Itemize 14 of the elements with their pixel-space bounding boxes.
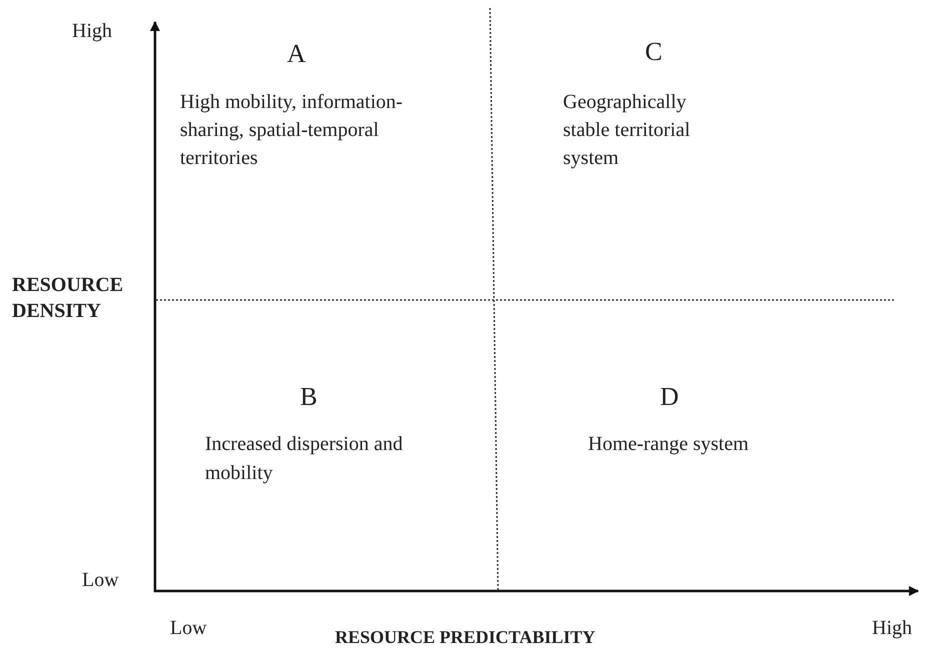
quadrant-letter: C bbox=[645, 36, 662, 68]
axis-title: RESOURCE PREDICTABILITY bbox=[335, 626, 596, 649]
axis-tick-label: Low bbox=[170, 616, 207, 641]
quadrant-letter: B bbox=[300, 381, 318, 413]
axis-title: RESOURCE DENSITY bbox=[12, 273, 124, 324]
axis-tick-label: High bbox=[72, 19, 112, 44]
quadrant-description: Increased dispersion and mobility bbox=[205, 432, 404, 486]
quadrant-letter: A bbox=[287, 38, 306, 70]
axis-tick-label: High bbox=[872, 616, 912, 641]
axis-tick-label: Low bbox=[82, 568, 119, 593]
quadrant-description: Geographically stable territorial system bbox=[563, 90, 692, 171]
quadrant-description: Home-range system bbox=[588, 432, 750, 457]
quadrant-description: High mobility, information-sharing, spatial-temporal territories bbox=[180, 90, 404, 171]
quadrant-letter: D bbox=[660, 381, 679, 413]
